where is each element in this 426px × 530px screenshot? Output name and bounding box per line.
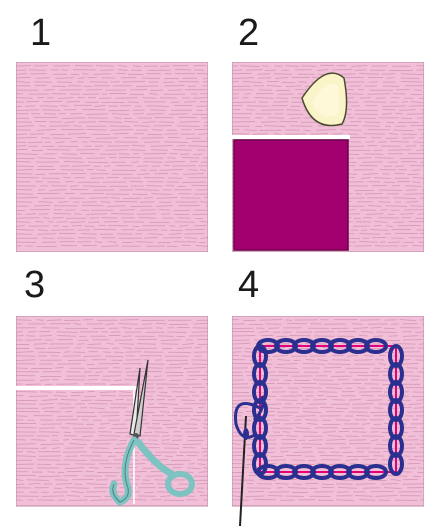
panel-2-chalk-marking [232,62,424,252]
step-number-1: 1 [30,14,51,52]
panel-3-cutting [16,316,208,506]
step-number-3: 3 [24,266,45,304]
fabric-patch [234,140,348,250]
panel-1-fabric-square [16,62,208,252]
step-number-4: 4 [238,266,259,304]
step-number-2: 2 [238,14,259,52]
panel-4-chain-stitch [232,316,424,506]
